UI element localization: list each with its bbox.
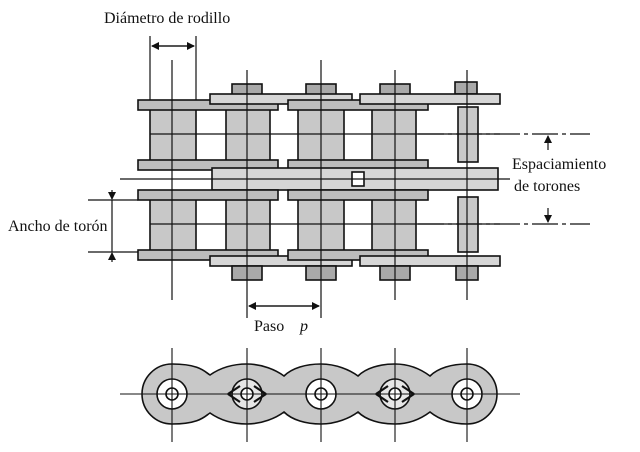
strand-width-label: Ancho de torón — [8, 218, 108, 235]
strand-spacing-label-line1: Espaciamiento — [512, 156, 607, 173]
top-view — [120, 60, 510, 300]
roller-diameter-label: Diámetro de rodillo — [104, 10, 231, 27]
link-plate — [287, 249, 429, 261]
side-view — [120, 348, 520, 442]
link-plate — [287, 189, 429, 201]
link-plate — [137, 99, 279, 111]
pitch-label: Paso — [254, 318, 285, 335]
strand-spacing-label-line2: de torones — [514, 178, 581, 195]
link-plate — [359, 255, 501, 267]
link-plate — [359, 93, 501, 105]
link-plate — [209, 93, 353, 105]
link-plate — [137, 249, 279, 261]
link-plate — [137, 189, 279, 201]
link-plate — [287, 99, 429, 111]
link-plate — [137, 159, 279, 171]
pin-head — [454, 81, 478, 95]
link-plate — [209, 255, 353, 267]
pitch-symbol: p — [300, 318, 308, 335]
dimension-lines — [88, 36, 590, 318]
